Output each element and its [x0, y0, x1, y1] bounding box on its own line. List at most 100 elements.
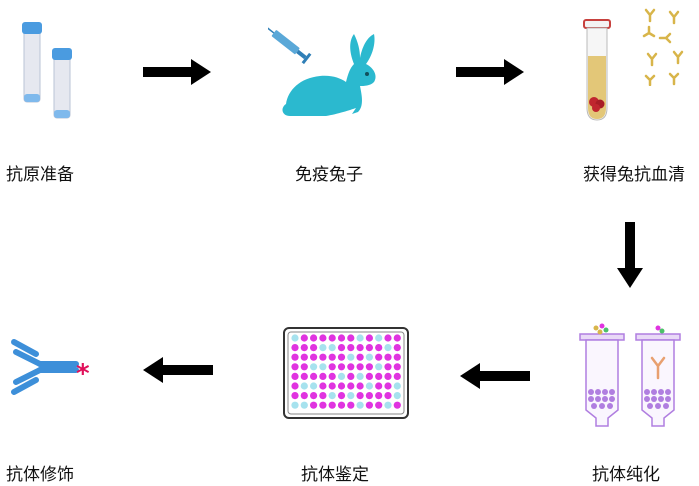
plate-well	[347, 382, 355, 390]
plate-well	[319, 382, 327, 390]
plate-well	[375, 344, 383, 352]
plate-well	[328, 334, 336, 342]
arrow-left-icon	[143, 357, 213, 383]
plate-well	[384, 344, 392, 352]
elisa-plate-icon	[283, 327, 409, 419]
plate-well	[393, 382, 401, 390]
plate-well	[291, 372, 299, 380]
arrow-right-icon	[143, 59, 213, 85]
plate-well	[319, 392, 327, 400]
plate-well	[300, 344, 308, 352]
svg-text:*: *	[76, 359, 90, 389]
plate-well	[310, 353, 318, 361]
plate-well	[328, 372, 336, 380]
plate-well	[356, 344, 364, 352]
step-label-modify: 抗体修饰	[6, 465, 74, 485]
plate-well	[384, 401, 392, 409]
plate-well	[393, 392, 401, 400]
plate-well	[310, 401, 318, 409]
plate-well	[300, 363, 308, 371]
plate-well	[319, 353, 327, 361]
plate-well	[365, 382, 373, 390]
antibody-cluster-icon	[640, 6, 688, 86]
rabbit-syringe-icon	[268, 24, 384, 120]
plate-well	[375, 401, 383, 409]
plate-well	[356, 392, 364, 400]
step-label-immunize: 免疫兔子	[295, 165, 363, 185]
plate-well	[291, 334, 299, 342]
plate-well	[328, 401, 336, 409]
plate-well	[300, 353, 308, 361]
plate-well	[356, 382, 364, 390]
plate-well	[291, 382, 299, 390]
arrow-right-icon	[456, 59, 526, 85]
plate-well	[300, 372, 308, 380]
plate-well	[291, 353, 299, 361]
plate-well	[356, 334, 364, 342]
plate-well	[347, 334, 355, 342]
plate-well	[300, 392, 308, 400]
purification-columns-icon	[578, 318, 686, 428]
plate-well	[347, 372, 355, 380]
plate-well	[393, 401, 401, 409]
plate-well	[328, 363, 336, 371]
plate-well	[337, 334, 346, 342]
step-label-identify: 抗体鉴定	[301, 465, 369, 485]
plate-well	[375, 353, 383, 361]
vials-icon	[18, 18, 88, 120]
plate-well	[337, 392, 346, 400]
plate-well	[384, 382, 392, 390]
plate-well	[291, 363, 299, 371]
step-label-antigen: 抗原准备	[6, 165, 74, 185]
plate-well	[365, 392, 373, 400]
plate-well	[310, 392, 318, 400]
plate-well	[310, 334, 318, 342]
plate-well	[384, 353, 392, 361]
plate-well	[365, 334, 373, 342]
plate-well	[356, 372, 364, 380]
arrow-left-icon	[460, 363, 530, 389]
plate-well	[393, 334, 401, 342]
plate-well	[347, 353, 355, 361]
plate-well	[384, 372, 392, 380]
plate-well	[347, 344, 355, 352]
plate-well	[365, 344, 373, 352]
plate-well	[337, 353, 346, 361]
plate-well	[384, 363, 392, 371]
plate-well	[393, 363, 401, 371]
step-label-purify: 抗体纯化	[592, 465, 660, 485]
plate-well	[291, 392, 299, 400]
plate-well	[393, 372, 401, 380]
plate-well	[337, 363, 346, 371]
plate-well	[356, 401, 364, 409]
plate-well	[347, 392, 355, 400]
plate-well	[337, 372, 346, 380]
arrow-down-icon	[617, 222, 643, 290]
plate-well	[337, 382, 346, 390]
plate-well	[319, 372, 327, 380]
plate-well	[319, 363, 327, 371]
plate-well	[375, 363, 383, 371]
plate-well	[384, 334, 392, 342]
plate-well	[365, 363, 373, 371]
plate-well	[384, 392, 392, 400]
plate-well	[328, 353, 336, 361]
plate-well	[393, 344, 401, 352]
plate-well	[319, 334, 327, 342]
plate-well	[356, 363, 364, 371]
plate-well	[291, 344, 299, 352]
plate-well	[347, 363, 355, 371]
plate-well	[375, 382, 383, 390]
plate-well	[328, 392, 336, 400]
plate-well	[319, 401, 327, 409]
plate-well	[365, 372, 373, 380]
plate-well	[300, 401, 308, 409]
plate-well	[365, 353, 373, 361]
serum-tube-icon	[582, 16, 614, 122]
plate-well	[310, 344, 318, 352]
plate-well	[337, 344, 346, 352]
plate-well	[328, 382, 336, 390]
plate-well	[300, 334, 308, 342]
plate-well	[319, 344, 327, 352]
plate-well	[393, 353, 401, 361]
